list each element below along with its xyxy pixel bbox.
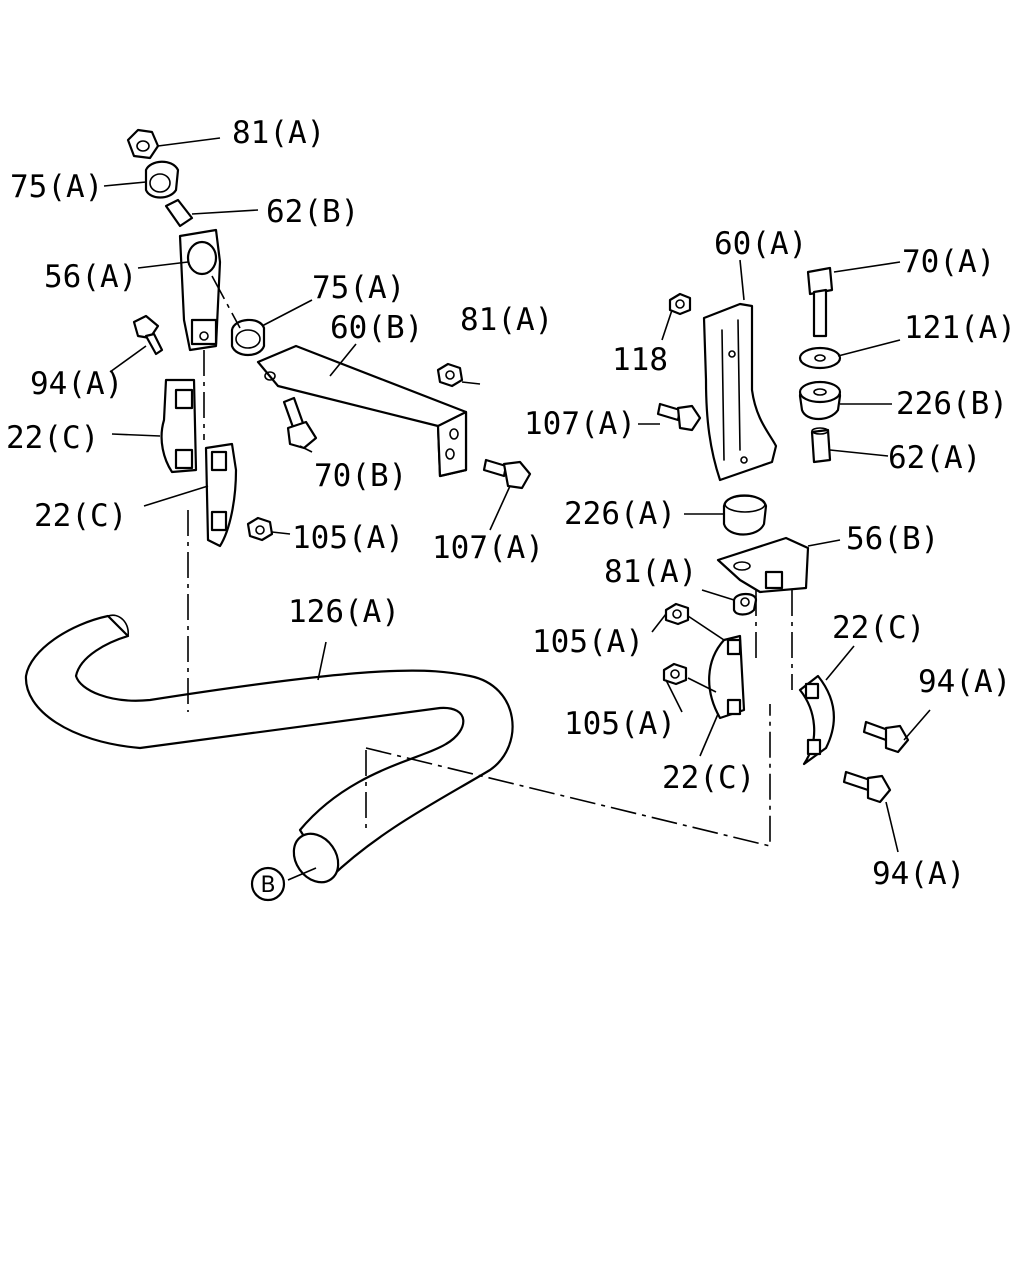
label-94a-left: 94(A) bbox=[30, 366, 123, 402]
sleeve-62a bbox=[810, 427, 832, 464]
clamp-22c-right bbox=[708, 634, 746, 720]
label-81a-bracket: 81(A) bbox=[460, 302, 553, 338]
callout-labels: 81(A) 75(A) 62(B) 56(A) 75(A) 60(B) 81(A… bbox=[6, 115, 1016, 892]
reference-marker-letter: B bbox=[260, 873, 275, 898]
reference-marker-b: B bbox=[250, 866, 286, 902]
label-22c-left: 22(C) bbox=[6, 420, 99, 456]
clamp-22c-lower bbox=[204, 442, 238, 548]
bolt-70a bbox=[806, 266, 834, 338]
nut-105a-right-upper bbox=[664, 602, 690, 626]
bolt-94a-right-lower bbox=[842, 770, 892, 804]
label-121a: 121(A) bbox=[904, 310, 1016, 346]
nut-81a-bracket bbox=[436, 362, 464, 388]
bolt-70b bbox=[282, 396, 318, 450]
bolt-94a-right-upper bbox=[862, 720, 910, 754]
label-226b: 226(B) bbox=[896, 386, 1008, 422]
sleeve-62b bbox=[164, 198, 194, 228]
nut-118 bbox=[668, 292, 692, 316]
mount-226b bbox=[798, 380, 842, 421]
label-105a-left: 105(A) bbox=[292, 520, 404, 556]
label-126a: 126(A) bbox=[288, 594, 400, 630]
label-226a: 226(A) bbox=[564, 496, 676, 532]
label-62a: 62(A) bbox=[888, 440, 981, 476]
mount-226a bbox=[722, 494, 768, 536]
hanger-56b bbox=[716, 536, 810, 594]
leader-lines bbox=[103, 137, 931, 881]
bushing-75a-top bbox=[144, 160, 180, 199]
label-75a-mid: 75(A) bbox=[312, 270, 405, 306]
left-hanger-assembly bbox=[126, 128, 274, 548]
bolt-94a-left bbox=[132, 314, 164, 356]
washer-121a bbox=[798, 346, 842, 370]
label-22c-right: 22(C) bbox=[662, 760, 755, 796]
label-56a: 56(A) bbox=[44, 259, 137, 295]
nut-81a-top bbox=[126, 128, 160, 160]
label-105a-right-lower: 105(A) bbox=[564, 706, 676, 742]
label-81a-right: 81(A) bbox=[604, 554, 697, 590]
nut-105a-left bbox=[246, 516, 274, 542]
exhaust-pipe bbox=[24, 614, 514, 884]
label-94a-right-lower: 94(A) bbox=[872, 856, 965, 892]
label-70a: 70(A) bbox=[902, 244, 995, 280]
label-22c-lower: 22(C) bbox=[34, 498, 127, 534]
label-94a-right-upper: 94(A) bbox=[918, 664, 1011, 700]
label-56b: 56(B) bbox=[846, 521, 939, 557]
label-107a-bracket: 107(A) bbox=[432, 530, 544, 566]
bolt-107a-bracket bbox=[482, 458, 532, 490]
bolt-107a-right bbox=[656, 402, 702, 432]
right-hanger-assembly bbox=[662, 494, 910, 804]
label-105a-right-upper: 105(A) bbox=[532, 624, 644, 660]
label-75a-top: 75(A) bbox=[10, 169, 103, 205]
nut-81a-right bbox=[732, 592, 758, 616]
label-60b: 60(B) bbox=[330, 310, 423, 346]
label-60a: 60(A) bbox=[714, 226, 807, 262]
bushing-75a-mid bbox=[230, 318, 266, 357]
alignment-lines bbox=[187, 275, 793, 848]
bracket-60a-assembly bbox=[656, 266, 842, 482]
label-70b: 70(B) bbox=[314, 458, 407, 494]
label-62b: 62(B) bbox=[266, 194, 359, 230]
label-81a-top: 81(A) bbox=[232, 115, 325, 151]
label-107a-right: 107(A) bbox=[524, 406, 636, 442]
bracket-60b-assembly bbox=[256, 344, 532, 490]
label-22c-far-right: 22(C) bbox=[832, 610, 925, 646]
nut-105a-right-lower bbox=[662, 662, 688, 686]
label-118: 118 bbox=[612, 342, 668, 378]
hanger-56a bbox=[178, 228, 222, 352]
clamp-22c-left bbox=[160, 378, 198, 474]
clamp-22c-far-right bbox=[798, 674, 835, 766]
